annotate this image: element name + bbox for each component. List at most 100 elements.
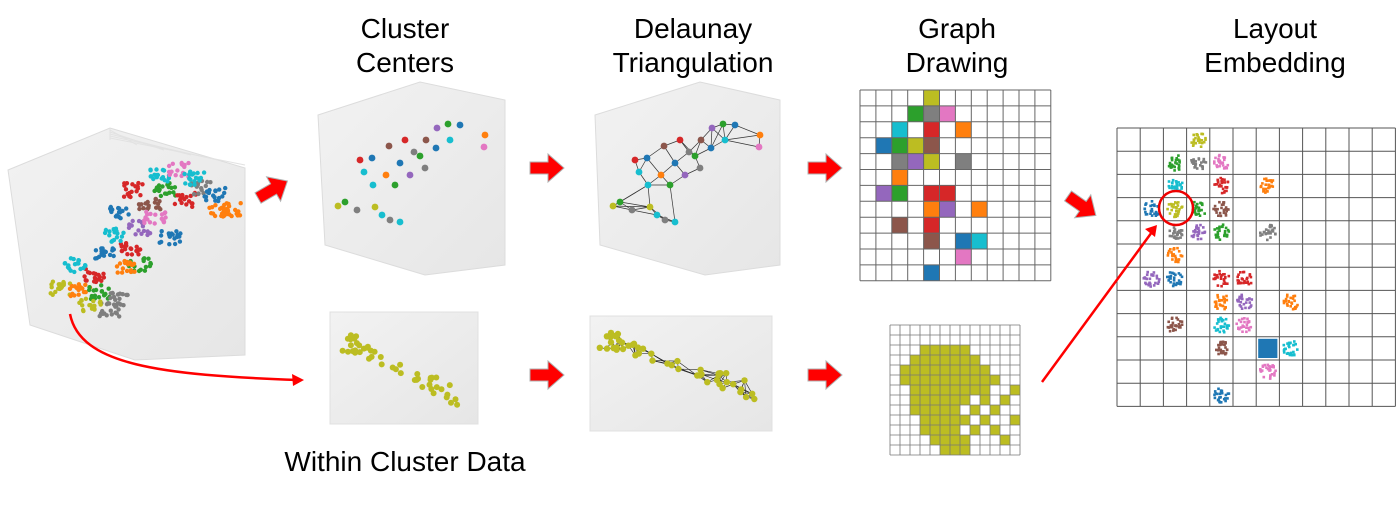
data-point bbox=[107, 233, 112, 238]
delaunay-title: Delaunay Triangulation bbox=[598, 12, 788, 80]
data-point bbox=[119, 244, 124, 249]
embedded-point bbox=[1153, 212, 1156, 216]
data-point bbox=[138, 267, 143, 272]
data-point bbox=[164, 191, 169, 196]
within-grid-cell bbox=[930, 415, 940, 425]
embedded-point bbox=[1171, 284, 1175, 288]
embedded-point bbox=[1262, 375, 1266, 379]
graph-cell bbox=[923, 153, 940, 170]
within-grid-cell bbox=[990, 425, 1000, 435]
arrow-to-within-delaunay bbox=[529, 359, 565, 391]
data-point bbox=[116, 210, 122, 215]
embedded-point bbox=[1215, 348, 1218, 352]
data-point bbox=[203, 183, 208, 189]
data-point bbox=[220, 194, 225, 199]
embedded-point bbox=[1196, 202, 1199, 206]
embedded-point bbox=[1293, 299, 1296, 303]
embedded-point bbox=[1223, 297, 1226, 301]
arrow-to-layout-embedding bbox=[1063, 190, 1097, 219]
delaunay-node bbox=[755, 143, 763, 151]
embedded-point bbox=[1216, 307, 1219, 310]
embedded-point bbox=[1192, 138, 1196, 142]
within-delaunay-node bbox=[697, 366, 704, 373]
data-point bbox=[83, 282, 88, 287]
embedded-point bbox=[1179, 273, 1182, 277]
embedded-point bbox=[1217, 214, 1220, 217]
within-delaunay-node bbox=[742, 393, 750, 401]
delaunay-edge bbox=[619, 201, 651, 208]
embedded-point bbox=[1238, 327, 1241, 331]
embedded-point bbox=[1203, 230, 1207, 234]
embedded-point bbox=[1173, 213, 1177, 216]
delaunay-node bbox=[721, 136, 729, 144]
cluster-center-point bbox=[369, 181, 377, 189]
within-grid-cell bbox=[930, 345, 940, 355]
within-grid-cell bbox=[920, 345, 930, 355]
cluster-center-point bbox=[378, 211, 386, 219]
embedded-point bbox=[1203, 212, 1206, 215]
embedded-point bbox=[1287, 341, 1291, 345]
embedded-point bbox=[1243, 279, 1246, 283]
embedded-point bbox=[1169, 202, 1173, 206]
embedded-point bbox=[1215, 273, 1218, 277]
graph-cell bbox=[923, 217, 940, 234]
embedded-point bbox=[1180, 229, 1184, 232]
embedded-point bbox=[1170, 251, 1173, 254]
cluster-center-point bbox=[446, 136, 454, 144]
embedded-point bbox=[1247, 306, 1251, 310]
embedded-point bbox=[1292, 343, 1295, 347]
data-point bbox=[75, 261, 80, 266]
graph-cell bbox=[939, 201, 956, 218]
within-grid-cell bbox=[930, 395, 940, 405]
embedded-point bbox=[1264, 177, 1268, 180]
embedded-point bbox=[1259, 369, 1262, 372]
embedded-point bbox=[1217, 387, 1220, 391]
embedded-point bbox=[1273, 374, 1276, 377]
data-point bbox=[93, 248, 99, 253]
data-point bbox=[108, 295, 113, 301]
embedded-point bbox=[1219, 277, 1223, 280]
embedded-point bbox=[1214, 305, 1217, 308]
embedded-point bbox=[1269, 374, 1272, 377]
graph-cell bbox=[923, 201, 940, 218]
data-point bbox=[114, 264, 120, 269]
embedded-point bbox=[1197, 157, 1201, 160]
embedded-point bbox=[1270, 184, 1273, 188]
embedded-point bbox=[1214, 208, 1218, 212]
embedded-point bbox=[1226, 163, 1230, 167]
within-grid-cell bbox=[1000, 395, 1010, 405]
graph-cell bbox=[891, 217, 908, 234]
graph-drawing-grid bbox=[859, 89, 1052, 282]
delaunay-node bbox=[707, 144, 715, 152]
data-point bbox=[121, 230, 126, 235]
within-delaunay-node bbox=[629, 341, 636, 348]
within-cluster-point bbox=[377, 354, 384, 360]
embedded-point bbox=[1169, 166, 1173, 169]
embedded-point bbox=[1250, 298, 1254, 301]
delaunay-node bbox=[691, 152, 699, 160]
data-point bbox=[147, 263, 153, 269]
embedded-point bbox=[1215, 211, 1218, 214]
embedded-point bbox=[1176, 233, 1179, 237]
embedded-point bbox=[1293, 340, 1296, 343]
data-point bbox=[142, 268, 148, 273]
graph-cell bbox=[875, 185, 892, 202]
embedded-point bbox=[1176, 230, 1180, 234]
data-point bbox=[120, 208, 125, 214]
embedded-point bbox=[1273, 371, 1276, 375]
within-grid-cell bbox=[960, 395, 970, 405]
embedded-point bbox=[1282, 351, 1286, 354]
embedded-point bbox=[1225, 233, 1229, 237]
within-grid-cell bbox=[970, 365, 980, 375]
embedded-point bbox=[1173, 187, 1177, 190]
embedded-point bbox=[1167, 184, 1171, 188]
embedded-point bbox=[1217, 157, 1220, 161]
embedded-point bbox=[1193, 208, 1197, 212]
data-point bbox=[100, 308, 105, 314]
data-point bbox=[192, 182, 197, 187]
embedded-point bbox=[1167, 320, 1170, 324]
embedded-point bbox=[1149, 209, 1153, 213]
embedded-point bbox=[1241, 330, 1244, 333]
data-point bbox=[141, 258, 146, 264]
grid-line bbox=[109, 137, 246, 166]
